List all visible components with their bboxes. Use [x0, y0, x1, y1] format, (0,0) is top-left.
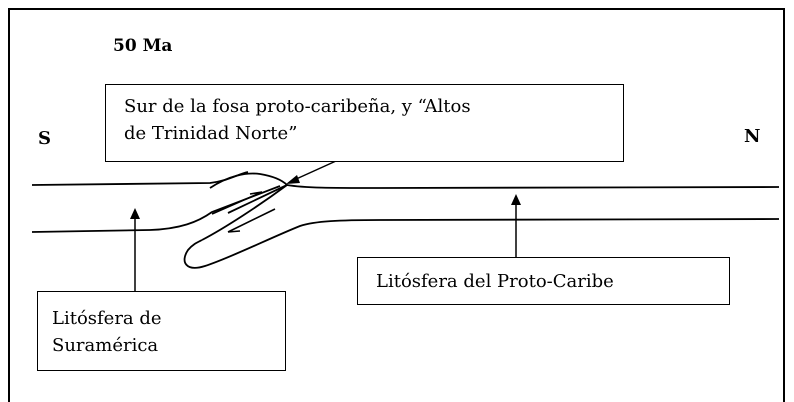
shear-arrow-lower [227, 208, 276, 233]
slab-upper [286, 184, 780, 189]
trench-wedge [209, 172, 289, 214]
suramerica-plate-top [31, 171, 249, 186]
leader-arrow-proto-caribe [511, 194, 521, 257]
shear-arrow-upper [211, 191, 263, 215]
slab-inner [201, 184, 288, 241]
slab-lower [183, 218, 780, 269]
suramerica-callout-line-1: Litósfera de [52, 308, 162, 329]
proto-caribe-callout-line-1: Litósfera del Proto-Caribe [376, 271, 614, 292]
proto-caribe-callout-box: Litósfera del Proto-Caribe [357, 257, 730, 305]
leader-arrow-fosa [286, 160, 337, 184]
north-label: N [744, 126, 761, 147]
suramerica-callout-box: Litósfera de Suramérica [37, 291, 286, 371]
fosa-callout-line-2: de Trinidad Norte” [124, 123, 298, 144]
suramerica-callout-line-2: Suramérica [52, 335, 159, 356]
figure-frame [8, 8, 785, 402]
south-label: S [38, 128, 51, 149]
fosa-callout-line-1: Sur de la fosa proto-caribeña, y “Altos [124, 96, 471, 117]
fosa-callout-box: Sur de la fosa proto-caribeña, y “Altos … [105, 84, 624, 162]
suramerica-plate-bottom [31, 185, 281, 233]
age-label: 50 Ma [113, 36, 173, 56]
leader-arrow-suramerica [130, 208, 140, 291]
